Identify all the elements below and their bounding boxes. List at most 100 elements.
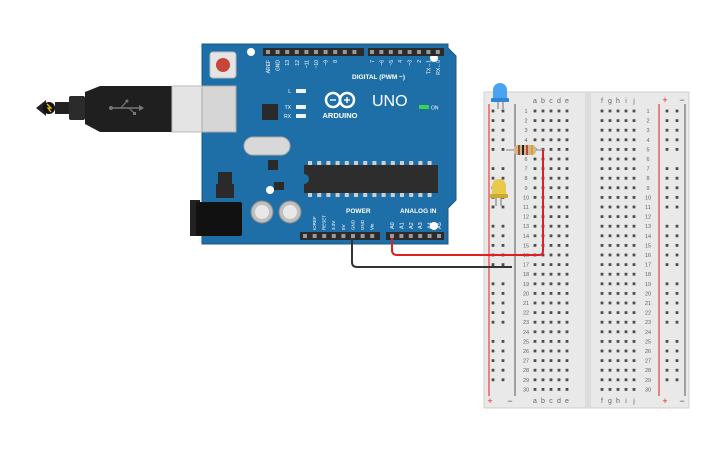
column-letter: g bbox=[608, 398, 612, 405]
row-number: 3 bbox=[524, 128, 527, 134]
voltage-regulator bbox=[218, 172, 232, 184]
usb-icon bbox=[109, 99, 144, 115]
column-letter: c bbox=[549, 98, 553, 105]
column-letter: h bbox=[616, 98, 620, 105]
power-pin-label: 5V bbox=[341, 224, 346, 230]
mount-hole bbox=[266, 186, 274, 194]
power-pin-label: RESET bbox=[322, 215, 327, 230]
row-number: 11 bbox=[523, 205, 529, 211]
arduino-logo: ARDUINO UNO bbox=[323, 91, 408, 120]
row-number: 16 bbox=[645, 253, 651, 259]
power-header[interactable] bbox=[300, 232, 380, 240]
column-letter: c bbox=[549, 398, 553, 405]
led-l: L bbox=[288, 89, 306, 95]
row-number: 17 bbox=[645, 263, 651, 269]
arduino-uno-board[interactable]: L TX RX ON ARDUINO UNO bbox=[190, 43, 457, 245]
led-on: ON bbox=[419, 105, 439, 112]
row-number: 9 bbox=[646, 186, 649, 192]
digital-pin-label: ~5 bbox=[389, 60, 395, 66]
arduino-brand-text: ARDUINO bbox=[323, 111, 358, 120]
row-number: 26 bbox=[523, 349, 529, 355]
led-tx-label: TX bbox=[285, 105, 292, 111]
row-number: 10 bbox=[645, 195, 651, 201]
digital-pin-label: ~6 bbox=[379, 60, 385, 66]
usb-cable[interactable] bbox=[36, 85, 211, 133]
row-number: 28 bbox=[645, 368, 651, 374]
row-number: 9 bbox=[524, 186, 527, 192]
led-on-label: ON bbox=[431, 106, 439, 112]
resistor[interactable] bbox=[506, 145, 545, 155]
reset-button[interactable] bbox=[209, 51, 237, 79]
digital-pin-label: ~9 bbox=[324, 60, 330, 66]
digital-pin-label: 2 bbox=[417, 60, 423, 63]
row-number: 13 bbox=[645, 224, 651, 230]
row-number: 22 bbox=[523, 311, 529, 317]
row-number: 24 bbox=[645, 330, 651, 336]
row-number: 21 bbox=[523, 301, 529, 307]
column-letter: h bbox=[616, 398, 620, 405]
row-number: 12 bbox=[523, 215, 529, 221]
row-number: 15 bbox=[645, 243, 651, 249]
column-letter: a bbox=[533, 398, 537, 405]
row-number: 27 bbox=[523, 359, 529, 365]
rail-minus-sign: − bbox=[507, 396, 512, 406]
led-rx: RX bbox=[284, 114, 306, 120]
digital-pin-label: 13 bbox=[285, 60, 291, 66]
digital-pin-label: ~10 bbox=[314, 60, 320, 69]
column-letter: i bbox=[625, 98, 627, 105]
breadboard[interactable]: + − + − + − 1122334455667788991010111112… bbox=[483, 91, 690, 409]
row-number: 2 bbox=[524, 119, 527, 125]
row-number: 3 bbox=[646, 128, 649, 134]
usb-controller-chip bbox=[262, 104, 278, 120]
row-number: 27 bbox=[645, 359, 651, 365]
capacitor bbox=[250, 200, 274, 224]
row-number: 1 bbox=[646, 109, 649, 115]
power-pin-label: Vin bbox=[370, 223, 375, 230]
row-number: 18 bbox=[645, 272, 651, 278]
digital-pin-label: ~11 bbox=[304, 60, 310, 68]
row-number: 1 bbox=[524, 109, 527, 115]
digital-pin-label: 12 bbox=[295, 60, 301, 66]
row-number: 13 bbox=[523, 224, 529, 230]
analog-pin-label: A1 bbox=[399, 222, 405, 229]
column-letter: b bbox=[541, 398, 545, 405]
column-letter: e bbox=[565, 98, 569, 105]
digital-header[interactable] bbox=[263, 48, 444, 56]
analog-header[interactable] bbox=[386, 232, 444, 240]
column-letter: a bbox=[533, 98, 537, 105]
power-pin-label: IOREF bbox=[312, 216, 317, 230]
column-letter: f bbox=[601, 398, 603, 405]
row-number: 30 bbox=[523, 387, 529, 393]
digital-pin-label: 8 bbox=[333, 60, 339, 63]
lightning-icon bbox=[46, 103, 53, 113]
row-number: 28 bbox=[523, 368, 529, 374]
analog-pin-label: A3 bbox=[418, 222, 424, 229]
rail-plus-sign: + bbox=[662, 95, 667, 105]
blue-led[interactable] bbox=[491, 83, 509, 109]
power-jack bbox=[190, 200, 242, 236]
yellow-led[interactable] bbox=[490, 179, 508, 206]
row-number: 24 bbox=[523, 330, 529, 336]
row-number: 19 bbox=[645, 282, 651, 288]
row-number: 20 bbox=[645, 291, 651, 297]
row-number: 29 bbox=[523, 378, 529, 384]
row-number: 21 bbox=[645, 301, 651, 307]
capacitor bbox=[278, 200, 302, 224]
digital-pin-label: RX←0 bbox=[436, 60, 442, 75]
row-number: 14 bbox=[523, 234, 529, 240]
digital-pin-label: TX→1 bbox=[426, 60, 432, 74]
led-l-label: L bbox=[288, 89, 291, 95]
row-number: 7 bbox=[524, 167, 527, 173]
digital-header-label: DIGITAL (PWM ~) bbox=[352, 74, 405, 81]
black-wire[interactable] bbox=[351, 238, 512, 268]
row-number: 15 bbox=[523, 243, 529, 249]
row-number: 18 bbox=[523, 272, 529, 278]
small-chip bbox=[268, 160, 278, 170]
analog-pin-label: A0 bbox=[390, 222, 396, 229]
row-number: 12 bbox=[645, 215, 651, 221]
red-wire[interactable] bbox=[391, 150, 544, 256]
column-letter: d bbox=[557, 398, 561, 405]
column-letter: d bbox=[557, 98, 561, 105]
